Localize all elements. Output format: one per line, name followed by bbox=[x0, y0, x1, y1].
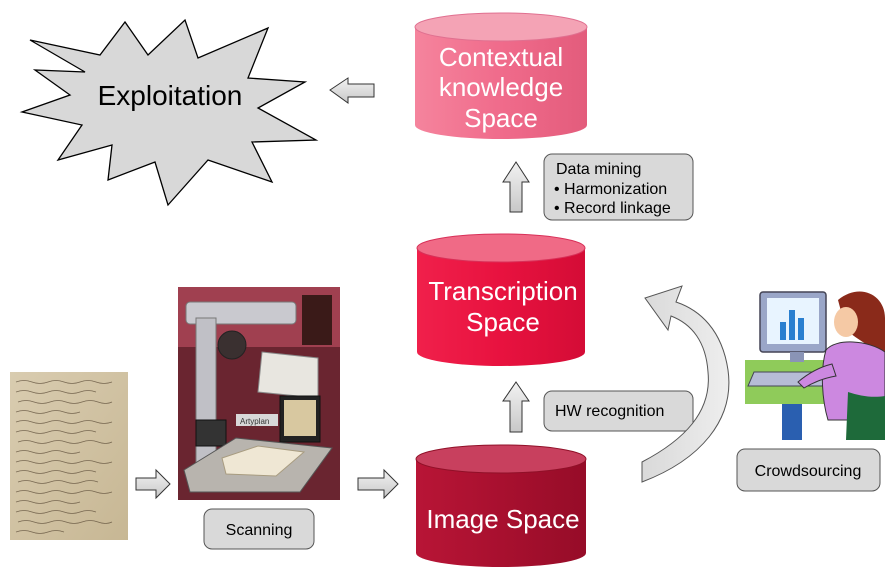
scanner-control-screen bbox=[195, 419, 227, 447]
starburst-shape bbox=[19, 18, 319, 207]
monitor-display bbox=[284, 400, 316, 436]
curved-arrow-crowdsourcing bbox=[641, 285, 730, 483]
data-mining-title: Data mining bbox=[556, 161, 641, 178]
transcription-cylinder: Transcription Space bbox=[416, 233, 586, 366]
data-mining-item-1: • Harmonization bbox=[554, 181, 667, 198]
bar-3 bbox=[798, 318, 804, 340]
scanning-box: Scanning bbox=[203, 508, 315, 550]
chair bbox=[846, 392, 885, 440]
arrow-up-to-transcription bbox=[502, 381, 530, 433]
data-mining-item-2: • Record linkage bbox=[554, 200, 671, 217]
scanner-brand-plate bbox=[236, 414, 278, 426]
image-space-cylinder: Image Space bbox=[415, 444, 587, 567]
bar-1 bbox=[780, 322, 786, 340]
wall-shelf bbox=[302, 295, 332, 345]
scanning-label: Scanning bbox=[226, 522, 293, 539]
scanner-photo: Artyplan bbox=[178, 287, 340, 500]
image-space-label: Image Space bbox=[426, 504, 579, 534]
arrow-up-to-contextual bbox=[502, 161, 530, 213]
exploitation-burst: Exploitation bbox=[19, 18, 319, 207]
crowdsourcing-label: Crowdsourcing bbox=[755, 463, 862, 480]
transcription-label-line1: Transcription bbox=[428, 276, 577, 306]
monitor-stand bbox=[790, 352, 804, 362]
desk-leg bbox=[782, 404, 802, 440]
bar-2 bbox=[789, 310, 795, 340]
transcription-label-line2: Space bbox=[466, 307, 540, 337]
crowdsourcing-box: Crowdsourcing bbox=[736, 448, 881, 492]
handwritten-document-image bbox=[10, 372, 128, 540]
hw-recognition-label: HW recognition bbox=[555, 403, 664, 420]
scanner-light-panel bbox=[257, 351, 319, 399]
data-mining-box: Data mining • Harmonization • Record lin… bbox=[543, 153, 694, 221]
wall-clock bbox=[217, 330, 247, 360]
contextual-knowledge-cylinder: Contextual knowledge Space bbox=[414, 12, 588, 139]
contextual-label-line1: Contextual bbox=[439, 42, 563, 72]
scanner-brand-label: Artyplan bbox=[240, 417, 269, 426]
scanned-book bbox=[221, 445, 306, 477]
face bbox=[834, 307, 858, 337]
crowdsourcing-illustration bbox=[745, 291, 885, 440]
contextual-label-line2: knowledge bbox=[439, 72, 563, 102]
arrow-doc-to-scanner bbox=[135, 468, 171, 500]
arrow-scanner-to-image bbox=[357, 468, 399, 500]
contextual-label-line3: Space bbox=[464, 103, 538, 133]
exploitation-label: Exploitation bbox=[98, 80, 243, 111]
person-arm bbox=[797, 363, 837, 389]
hw-recognition-box: HW recognition bbox=[543, 390, 694, 432]
arrow-to-exploitation bbox=[329, 77, 375, 104]
